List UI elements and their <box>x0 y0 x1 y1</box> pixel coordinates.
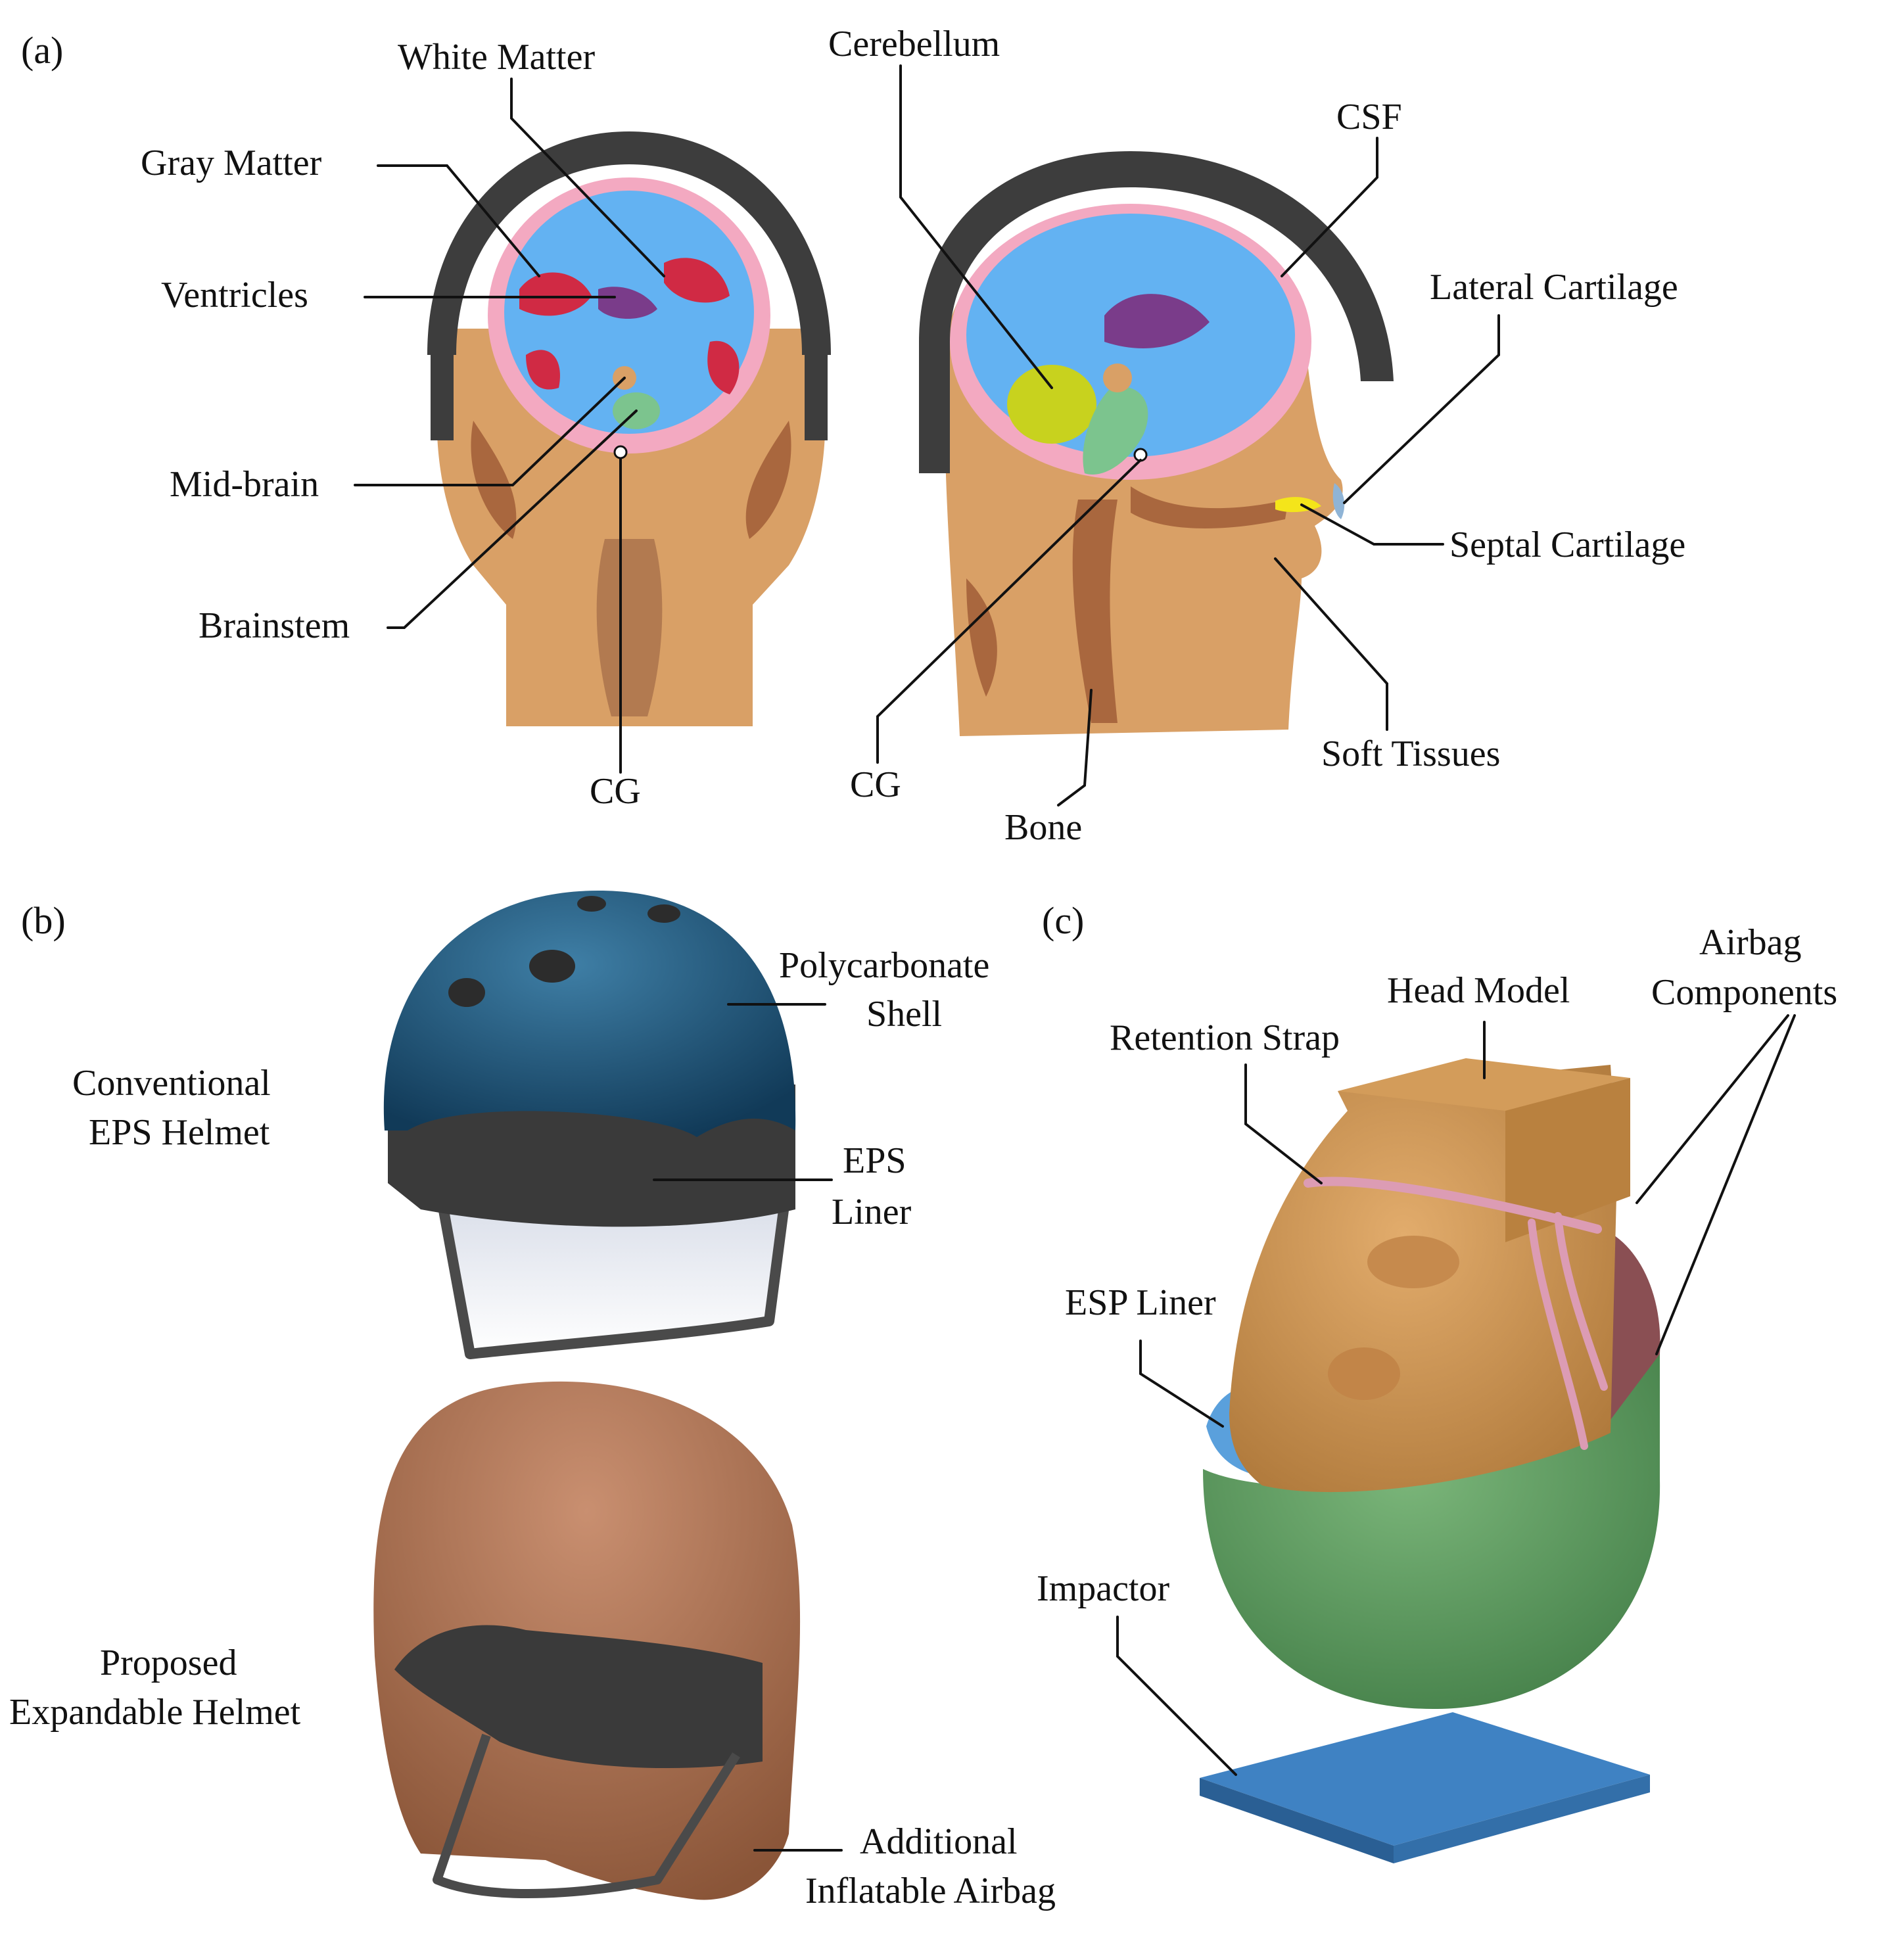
leader-impactor <box>1116 1616 1237 1776</box>
conventional-visor-frame <box>429 1155 794 1359</box>
leader-cg-side <box>876 459 1142 764</box>
label-head-model: Head Model <box>1387 970 1570 1011</box>
front-head-section <box>427 131 831 726</box>
label-bone: Bone <box>1004 807 1082 848</box>
side-bone-back <box>966 578 997 697</box>
label-cerebellum: Cerebellum <box>828 24 1000 64</box>
front-bone-right <box>745 421 791 539</box>
impactor-side-right <box>1394 1775 1650 1863</box>
panel-a: (a) <box>21 24 1685 848</box>
label-conventional-2: EPS Helmet <box>89 1112 270 1153</box>
front-gray-matter-2 <box>664 258 730 303</box>
label-polycarbonate-1: Polycarbonate <box>779 945 989 986</box>
side-bone-spine <box>1072 500 1117 723</box>
label-airbag-c-2: Components <box>1651 972 1837 1013</box>
conventional-shell <box>383 891 796 1137</box>
leader-cerebellum <box>899 64 1053 389</box>
side-bone-jaw <box>1131 486 1288 528</box>
side-ventricles <box>1104 294 1210 348</box>
leader-airbag-c-2 <box>1655 1014 1796 1355</box>
label-eps-2: Liner <box>832 1192 912 1232</box>
label-csf: CSF <box>1336 97 1402 137</box>
leader-white-matter <box>510 78 665 277</box>
retention-strap-2 <box>1554 1212 1608 1391</box>
label-esp-liner: ESP Liner <box>1065 1282 1216 1323</box>
panel-c: (c) Airbag Components Head Model Retenti… <box>1037 899 1837 1863</box>
leader-lateral-cartilage <box>1343 314 1500 504</box>
label-proposed-2: Expandable Helmet <box>9 1692 301 1733</box>
side-head-section <box>919 151 1394 736</box>
label-airbag-c-1: Airbag <box>1699 922 1802 963</box>
side-lateral-cartilage <box>1332 483 1345 519</box>
panel-b-label: (b) <box>21 899 66 942</box>
front-soft-tissue <box>436 329 826 726</box>
side-cerebellum <box>1007 365 1096 444</box>
impactor-top <box>1200 1712 1650 1846</box>
front-helmet-pad-left <box>431 355 454 440</box>
leader-gray-matter <box>377 164 540 277</box>
label-proposed-1: Proposed <box>100 1643 237 1683</box>
label-impactor: Impactor <box>1037 1568 1169 1609</box>
front-gray-matter-4 <box>707 340 740 394</box>
front-helmet-shell <box>427 131 831 355</box>
retention-strap-3 <box>1528 1219 1588 1450</box>
leader-airbag-c-1 <box>1635 1014 1789 1204</box>
label-retention-strap: Retention Strap <box>1110 1017 1340 1058</box>
label-polycarbonate-2: Shell <box>866 994 942 1035</box>
label-cg-front: CG <box>590 771 641 812</box>
side-brainstem <box>1083 386 1148 475</box>
head-model-eye <box>1367 1236 1459 1288</box>
head-model-block-top <box>1338 1058 1630 1111</box>
leader-septal-cartilage <box>1300 503 1444 546</box>
front-spine <box>596 539 663 716</box>
front-gray-matter-3 <box>526 350 560 390</box>
front-cg-marker <box>613 445 628 459</box>
leader-retention-strap <box>1244 1063 1323 1184</box>
label-mid-brain: Mid-brain <box>170 464 319 505</box>
label-brainstem: Brainstem <box>199 605 350 646</box>
label-white-matter: White Matter <box>398 37 595 78</box>
leader-esp-liner <box>1139 1340 1224 1428</box>
impactor-plate <box>1200 1712 1650 1863</box>
expandable-visor-frame <box>433 1733 740 1898</box>
front-bone-left <box>471 421 517 539</box>
front-helmet-pad-right <box>805 355 828 440</box>
impactor-side-front <box>1200 1778 1394 1863</box>
vent-hole-3 <box>647 904 680 923</box>
vent-hole-4 <box>577 896 606 912</box>
label-soft-tissues: Soft Tissues <box>1321 734 1500 774</box>
leader-brainstem <box>387 409 638 629</box>
vent-hole-2 <box>448 978 485 1007</box>
retention-strap <box>1304 1177 1602 1234</box>
label-airbag-b-1: Additional <box>860 1821 1018 1862</box>
leader-csf <box>1281 137 1378 277</box>
leader-mid-brain <box>354 377 626 486</box>
front-ventricles <box>598 287 657 319</box>
label-septal-cartilage: Septal Cartilage <box>1449 525 1685 565</box>
expandable-liner <box>394 1625 763 1768</box>
leader-soft-tissues <box>1274 557 1388 731</box>
airbag-rear-component <box>1604 1229 1660 1420</box>
label-cg-side: CG <box>850 764 901 805</box>
expandable-helmet <box>373 1381 801 1900</box>
head-model-block-side <box>1505 1078 1630 1242</box>
panel-a-label: (a) <box>21 29 63 72</box>
label-lateral-cartilage: Lateral Cartilage <box>1430 267 1678 308</box>
label-gray-matter: Gray Matter <box>141 143 322 183</box>
label-conventional-1: Conventional <box>72 1063 271 1104</box>
leader-bone <box>1057 689 1093 806</box>
side-midbrain <box>1103 363 1132 392</box>
label-ventricles: Ventricles <box>161 275 308 315</box>
vent-hole-1 <box>529 950 575 983</box>
conventional-helmet <box>383 891 796 1359</box>
label-eps-1: EPS <box>843 1140 906 1181</box>
panel-b: (b) Polycarbonate Shell Conventional EPS… <box>9 891 1056 1911</box>
panel-c-label: (c) <box>1042 899 1084 942</box>
front-gray-matter-1 <box>519 272 592 316</box>
airbag-shell <box>1203 1347 1660 1709</box>
head-model-nose <box>1328 1347 1400 1400</box>
label-airbag-b-2: Inflatable Airbag <box>805 1871 1056 1911</box>
